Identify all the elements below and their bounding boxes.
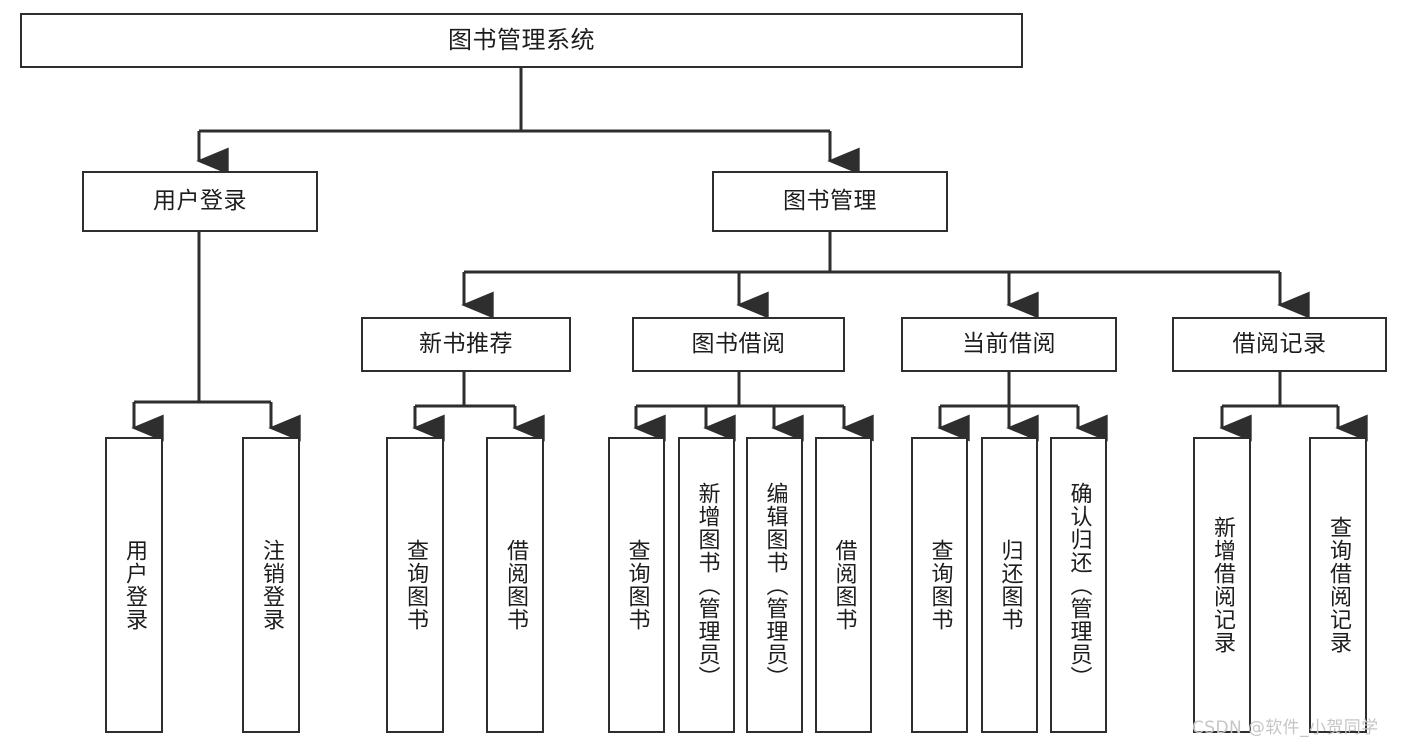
node-current-borrow[interactable]: 当前借阅 (901, 317, 1117, 372)
node-new-book-recommend[interactable]: 新书推荐 (361, 317, 571, 372)
node-label: 新增借阅记录 (1209, 516, 1235, 654)
leaf-return-book[interactable]: 归还图书 (981, 437, 1038, 733)
node-label: 查询借阅记录 (1325, 516, 1351, 654)
node-root-system[interactable]: 图书管理系统 (20, 13, 1023, 68)
node-book-borrow[interactable]: 图书借阅 (632, 317, 845, 372)
leaf-logout[interactable]: 注销登录 (242, 437, 300, 733)
leaf-borrow-book[interactable]: 借阅图书 (815, 437, 872, 733)
node-label: 借阅图书 (502, 539, 528, 631)
leaf-add-book-admin[interactable]: 新增图书（管理员） (678, 437, 735, 733)
node-label: 查询图书 (927, 539, 953, 631)
leaf-query-borrow-record[interactable]: 查询借阅记录 (1309, 437, 1367, 733)
node-label: 新增图书（管理员） (694, 481, 720, 689)
leaf-confirm-return-admin[interactable]: 确认归还（管理员） (1050, 437, 1107, 733)
node-label: 编辑图书（管理员） (762, 481, 788, 689)
node-label: 图书管理 (783, 187, 877, 214)
node-borrow-record[interactable]: 借阅记录 (1172, 317, 1387, 372)
node-label: 用户登录 (121, 539, 147, 631)
node-label: 注销登录 (258, 539, 284, 631)
node-label: 确认归还（管理员） (1066, 481, 1092, 689)
leaf-query-book-borrow[interactable]: 查询图书 (608, 437, 665, 733)
node-label: 归还图书 (997, 539, 1023, 631)
node-book-management[interactable]: 图书管理 (712, 171, 948, 232)
node-label: 借阅记录 (1232, 330, 1327, 357)
node-label: 借阅图书 (831, 539, 857, 631)
node-label: 查询图书 (402, 539, 428, 631)
node-label: 当前借阅 (962, 330, 1056, 357)
leaf-user-login[interactable]: 用户登录 (105, 437, 163, 733)
node-user-login[interactable]: 用户登录 (82, 171, 318, 232)
leaf-query-book-recommend[interactable]: 查询图书 (386, 437, 444, 733)
node-label: 图书管理系统 (448, 26, 595, 55)
leaf-add-borrow-record[interactable]: 新增借阅记录 (1193, 437, 1251, 733)
csdn-watermark: CSDN @软件_小贺同学 (1192, 718, 1379, 738)
node-label: 用户登录 (153, 187, 247, 214)
leaf-edit-book-admin[interactable]: 编辑图书（管理员） (746, 437, 803, 733)
leaf-borrow-book-recommend[interactable]: 借阅图书 (486, 437, 544, 733)
node-label: 查询图书 (624, 539, 650, 631)
node-label: 图书借阅 (691, 330, 786, 357)
leaf-query-book-current[interactable]: 查询图书 (911, 437, 968, 733)
node-label: 新书推荐 (419, 330, 513, 357)
